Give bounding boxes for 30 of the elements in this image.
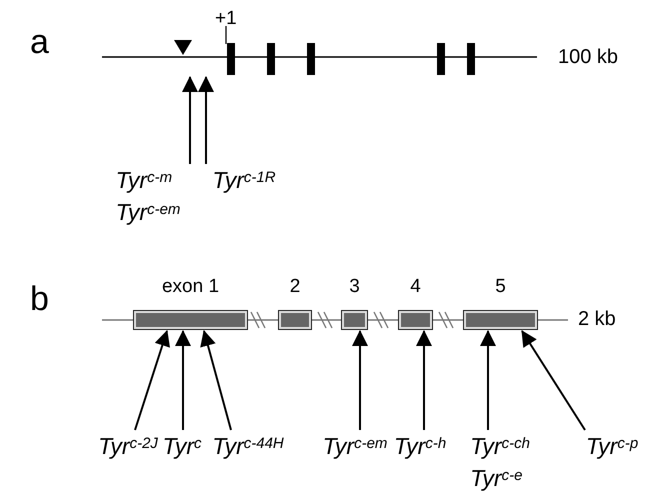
allele-label: Tyr$^{c-em}$ xyxy=(322,432,388,461)
arrow xyxy=(182,76,198,164)
allele-label: Tyr$^{c-1R}$ xyxy=(212,166,276,195)
exon-label: 5 xyxy=(495,277,506,296)
arrow xyxy=(175,330,191,430)
arrow xyxy=(416,330,432,430)
position-label: +1 xyxy=(215,9,237,28)
allele-label: Tyr$^{c}$ xyxy=(162,432,202,461)
allele-label: Tyr$^{c-2J}$ xyxy=(98,432,158,461)
arrow xyxy=(521,330,586,431)
exon-label: exon 1 xyxy=(162,277,220,296)
allele-label: Tyr$^{c-p}$ xyxy=(586,432,638,461)
scale-label: 2 kb xyxy=(578,309,616,329)
exon-label: 2 xyxy=(290,277,300,296)
panel-letter: a xyxy=(30,25,49,59)
arrow xyxy=(200,330,232,430)
arrow xyxy=(480,330,496,430)
allele-label: Tyr$^{c-m}$ xyxy=(116,166,174,195)
allele-label: Tyr$^{c-h}$ xyxy=(394,432,446,461)
arrow xyxy=(198,76,214,164)
scale-label: 100 kb xyxy=(558,47,618,67)
panel-letter: b xyxy=(30,282,49,316)
allele-label: Tyr$^{c-ch}$ xyxy=(470,432,530,461)
exon-label: 3 xyxy=(349,277,360,296)
allele-label: Tyr$^{c-44H}$ xyxy=(212,432,284,461)
allele-label: Tyr$^{c-em}$ xyxy=(116,198,180,227)
exon-label: 4 xyxy=(410,277,421,296)
arrow xyxy=(352,330,368,430)
allele-label: Tyr$^{c-e}$ xyxy=(470,464,524,493)
arrow xyxy=(134,330,170,430)
